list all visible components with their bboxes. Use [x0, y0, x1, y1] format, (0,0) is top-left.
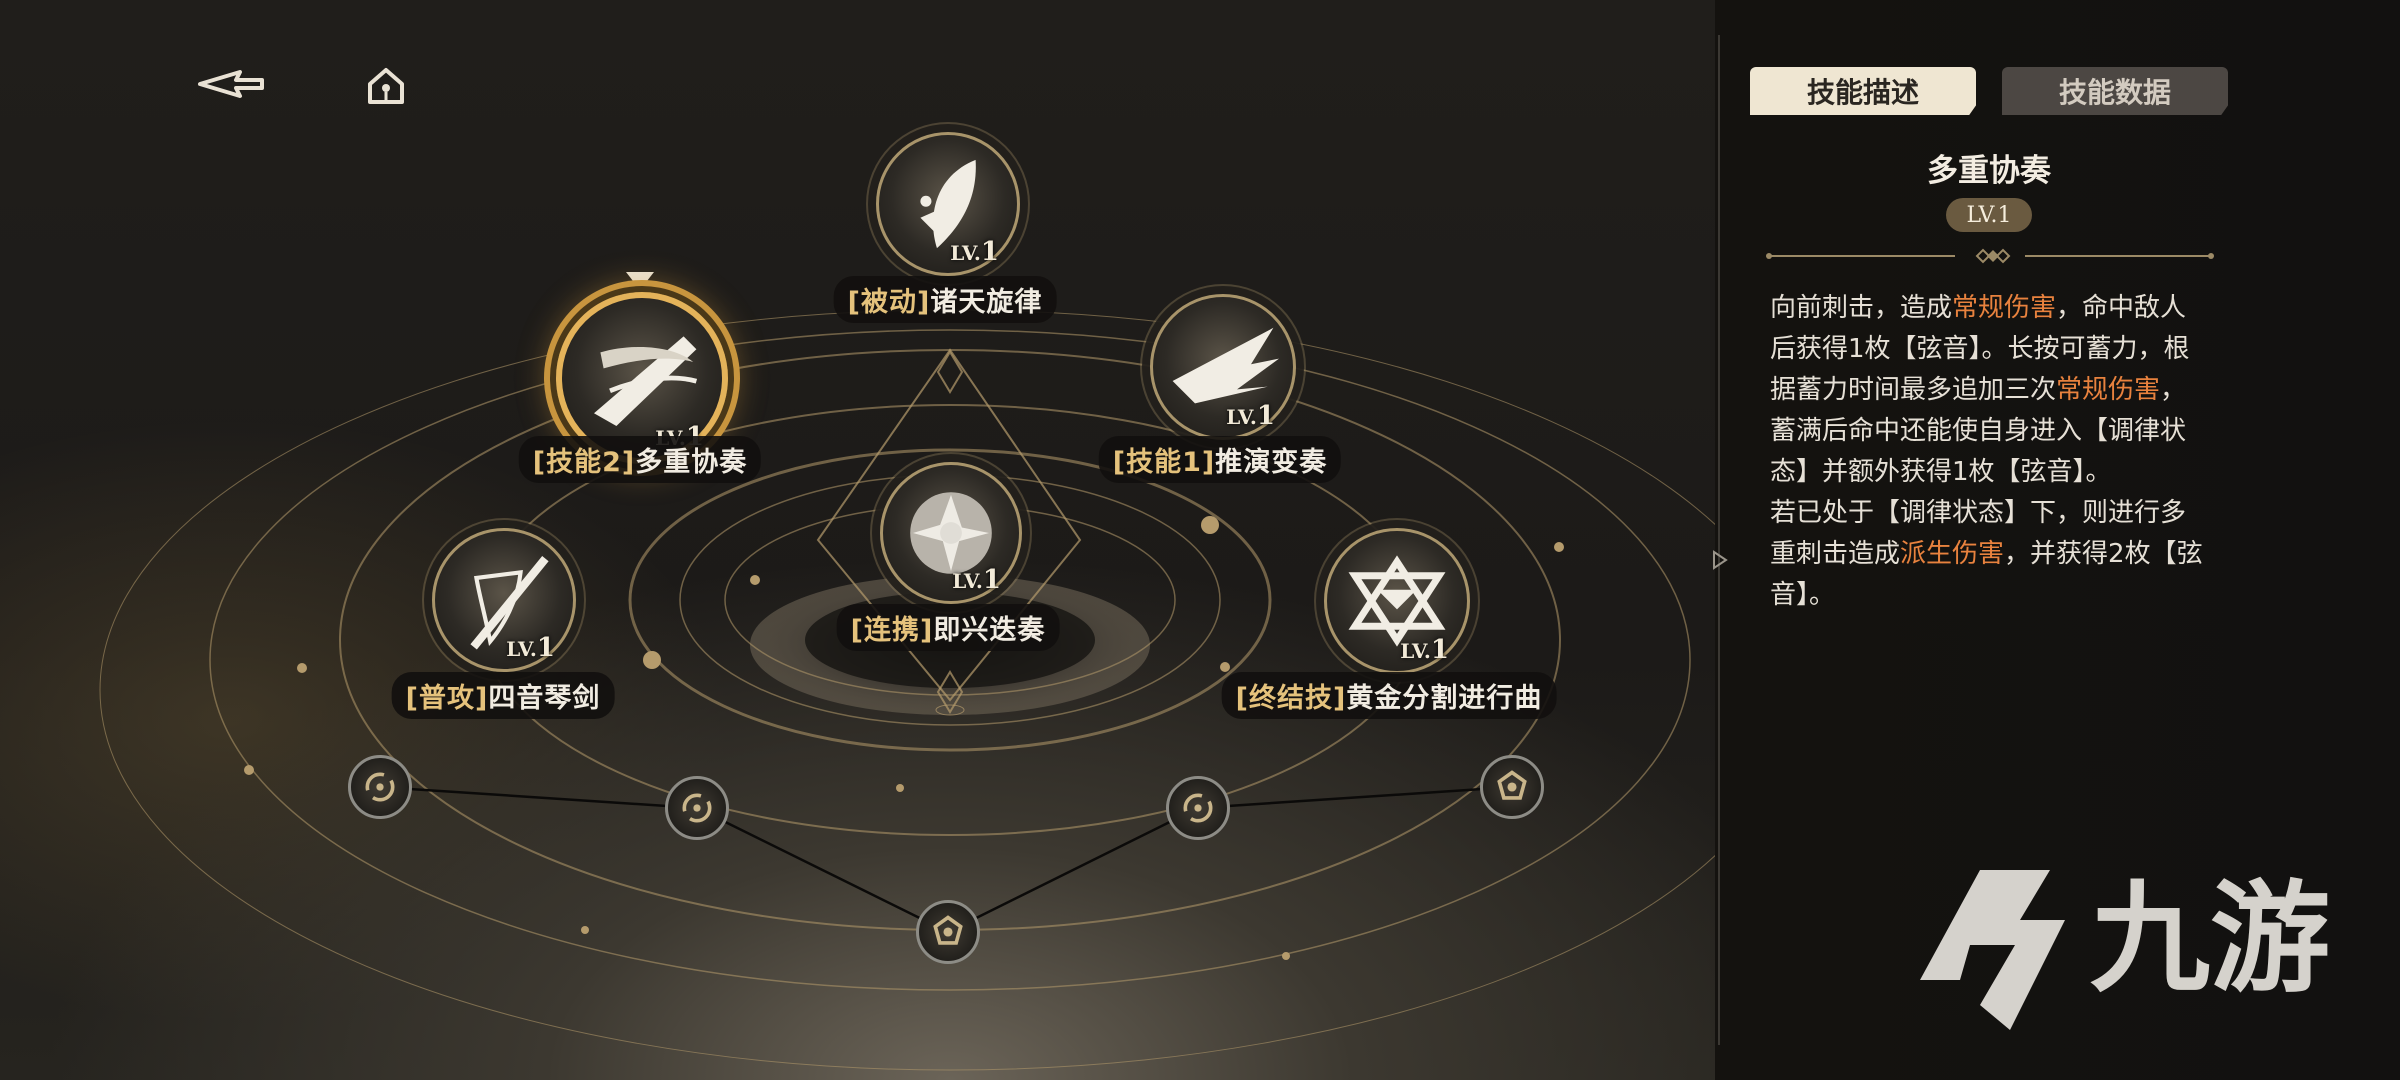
selection-marker-icon	[626, 272, 654, 290]
swirl-node-icon	[365, 772, 395, 802]
watermark-text: 九游	[2090, 870, 2330, 1009]
skill-label-passive[interactable]: [被动]诸天旋律	[833, 276, 1057, 323]
skill-name: 四音琴剑	[488, 683, 601, 714]
skill-name: 诸天旋律	[930, 287, 1043, 318]
home-icon	[368, 68, 404, 104]
jiuyou-watermark-logo: 九游	[1920, 870, 2330, 1030]
trait-node[interactable]	[916, 900, 980, 964]
combo-glyph-icon	[910, 492, 992, 574]
back-button[interactable]	[196, 64, 268, 104]
swirl-node-icon	[1183, 793, 1213, 823]
skill-level: LV.1	[952, 565, 1001, 595]
skill-level: LV.1	[506, 633, 555, 663]
swirl-node-icon	[682, 793, 712, 823]
skill-label-ultimate[interactable]: [终结技]黄金分割进行曲	[1221, 672, 1557, 719]
skill-tag: [终结技]	[1235, 683, 1347, 714]
basic-glyph-icon	[470, 555, 549, 650]
skill-detail-title: 多重协奏	[1927, 153, 2051, 189]
skill-label-skill-2[interactable]: [技能2]多重协奏	[518, 436, 762, 483]
skill-description-text: 向前刺击，造成常规伤害，命中敌人后获得1枚【弦音】。长按可蓄力，根据蓄力时间最多…	[1770, 288, 2210, 616]
skill-level: LV.1	[1400, 635, 1449, 665]
damage-type-highlight: 常规伤害	[2056, 375, 2161, 405]
skill-tag: [技能1]	[1112, 447, 1216, 478]
skill-2-icon[interactable]: LV.1	[556, 292, 728, 464]
ornament-divider	[1766, 248, 2214, 264]
description-segment: 若已处于【调律状态】下，则进行多重刺击造成	[1770, 498, 2187, 569]
trait-node[interactable]	[348, 755, 412, 819]
level-badge: LV.1	[1946, 198, 2032, 232]
back-arrow-icon	[198, 70, 264, 98]
home-button[interactable]	[364, 64, 408, 108]
panel-divider	[1718, 35, 1720, 1045]
skill-passive-icon[interactable]: LV.1	[876, 132, 1020, 276]
tab-skill-description[interactable]: 技能描述	[1750, 67, 1976, 115]
damage-type-highlight: 派生伤害	[1900, 539, 2005, 569]
skill-name: 即兴迭奏	[933, 615, 1046, 646]
trait-node[interactable]	[1480, 755, 1544, 819]
description-segment: ，并获得2枚【弦音】。	[1770, 539, 2203, 610]
description-segment: ，蓄满后命中还能使自身进入【调律状态】并额外获得1枚【弦音】。	[1770, 375, 2187, 487]
skill-name: 多重协奏	[635, 447, 748, 478]
trait-node[interactable]	[1166, 776, 1230, 840]
skill-detail-panel	[1715, 0, 2400, 1080]
skill-basic-attack-icon[interactable]: LV.1	[432, 528, 576, 672]
skill-tag: [技能2]	[532, 447, 636, 478]
triangle-right-icon	[1713, 550, 1728, 570]
skill-2-glyph-icon	[594, 336, 698, 426]
description-paragraph: 若已处于【调律状态】下，则进行多重刺击造成派生伤害，并获得2枚【弦音】。	[1770, 493, 2210, 616]
skill-name: 推演变奏	[1215, 447, 1328, 478]
description-paragraph: 向前刺击，造成常规伤害，命中敌人后获得1枚【弦音】。长按可蓄力，根据蓄力时间最多…	[1770, 288, 2210, 493]
skill-tag: [被动]	[847, 287, 931, 318]
skill-label-skill-1[interactable]: [技能1]推演变奏	[1098, 436, 1342, 483]
skill-combo-icon[interactable]: LV.1	[880, 462, 1022, 604]
damage-type-highlight: 常规伤害	[1952, 293, 2057, 323]
skill-name: 黄金分割进行曲	[1346, 683, 1543, 714]
ultimate-glyph-icon	[1348, 555, 1446, 647]
tab-skill-data[interactable]: 技能数据	[2002, 67, 2228, 115]
passive-glyph-icon	[920, 159, 976, 249]
expand-toggle[interactable]	[1710, 548, 1730, 572]
skill-ultimate-icon[interactable]: LV.1	[1324, 528, 1470, 674]
skill-tree-scene: LV.1 [被动]诸天旋律 LV.1 [技能2]多重协奏 LV.1 [技能1]推…	[0, 0, 1715, 1080]
flower-node-icon	[933, 915, 963, 945]
skill-label-combo[interactable]: [连携]即兴迭奏	[836, 604, 1060, 651]
flower-node-icon	[1497, 770, 1527, 800]
description-segment: 向前刺击，造成	[1770, 293, 1953, 323]
skill-1-glyph-icon	[1172, 327, 1279, 404]
description-segment: ，命中敌人后获得1枚【弦音】。长按可蓄力，根据蓄力时间最多追加三次	[1770, 293, 2190, 405]
skill-label-basic-attack[interactable]: [普攻]四音琴剑	[391, 672, 615, 719]
skill-level: LV.1	[950, 237, 999, 267]
skill-tag: [普攻]	[405, 683, 489, 714]
skill-level: LV.1	[1226, 401, 1275, 431]
skill-tag: [连携]	[850, 615, 934, 646]
trait-node[interactable]	[665, 776, 729, 840]
skill-1-icon[interactable]: LV.1	[1150, 294, 1296, 440]
